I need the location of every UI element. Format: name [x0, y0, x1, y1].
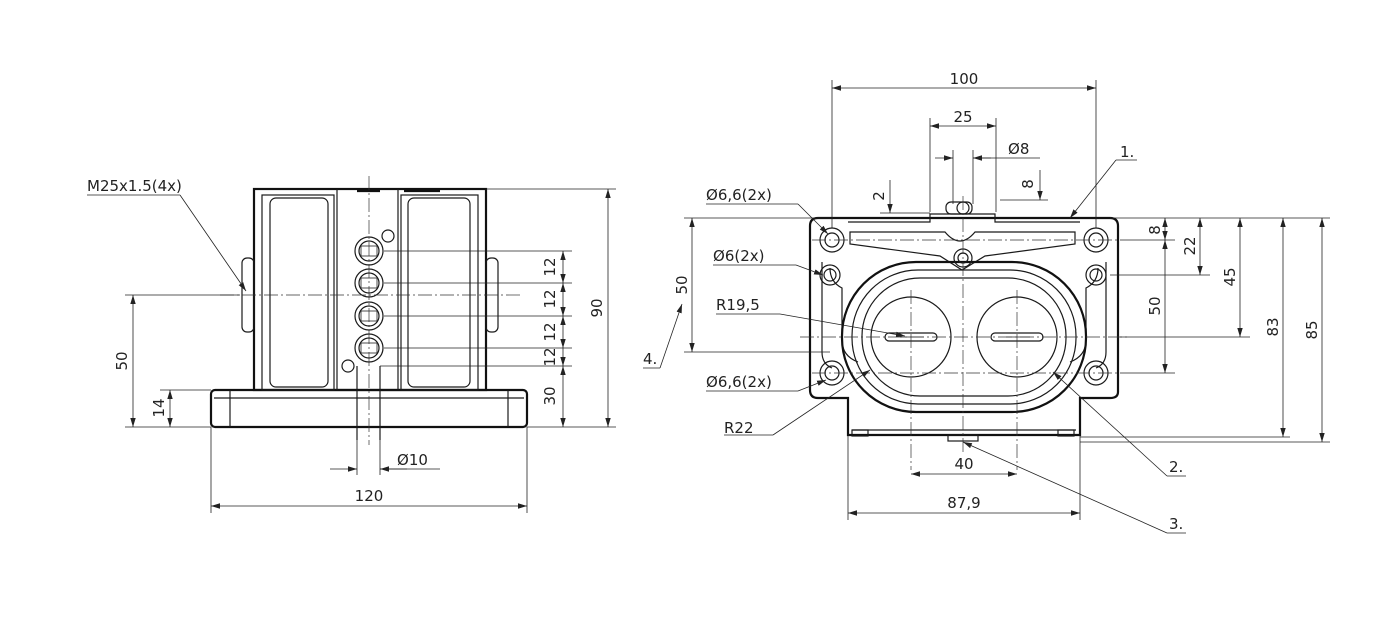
dim-50-left: 50	[113, 351, 131, 370]
dim-25: 25	[953, 108, 972, 126]
dim-12-a: 12	[541, 257, 559, 276]
right-flange	[808, 216, 1120, 437]
right-view	[800, 196, 1130, 470]
dim-22: 22	[1181, 236, 1199, 255]
callout-1: 1.	[1120, 143, 1134, 161]
dim-90: 90	[588, 298, 606, 317]
dim-dia-8: Ø8	[1008, 140, 1029, 158]
dim-12-c: 12	[541, 322, 559, 341]
dim-dia-10: Ø10	[397, 451, 428, 469]
callout-2: 2.	[1169, 458, 1183, 476]
dim-12-b: 12	[541, 289, 559, 308]
hole-mid-left	[819, 264, 841, 286]
dim-2: 2	[870, 191, 888, 201]
dim-8-right: 8	[1146, 225, 1164, 235]
dim-100: 100	[950, 70, 979, 88]
dim-83: 83	[1264, 317, 1282, 336]
left-dimensions: 120 90 50 14 12 12 12 12 30 Ø10 M25x1.5(…	[87, 177, 611, 509]
left-view	[125, 176, 616, 513]
radius-19-5: R19,5	[716, 296, 760, 314]
dim-50-left-view2: 50	[673, 275, 691, 294]
dim-14: 14	[150, 398, 168, 417]
dim-8-top: 8	[1019, 179, 1037, 189]
right-dimensions: 100 25 Ø8 2 8 8 50 22 45 83 8	[643, 70, 1330, 534]
callout-3: 3.	[1169, 515, 1183, 533]
dim-45: 45	[1221, 267, 1239, 286]
dim-87-9: 87,9	[947, 494, 980, 512]
callout-4: 4.	[643, 350, 657, 368]
hole-label-66-bottom: Ø6,6(2x)	[706, 373, 772, 391]
hole-label-66-top: Ø6,6(2x)	[706, 186, 772, 204]
dim-50-right: 50	[1146, 296, 1164, 315]
hole-mid-right	[1085, 264, 1107, 286]
radius-22: R22	[724, 419, 754, 437]
dim-12-d: 12	[541, 347, 559, 366]
left-housing	[252, 187, 488, 392]
dim-40: 40	[954, 455, 973, 473]
dim-85: 85	[1303, 320, 1321, 339]
hole-label-6: Ø6(2x)	[713, 247, 764, 265]
dim-30: 30	[541, 386, 559, 405]
thread-label: M25x1.5(4x)	[87, 177, 182, 195]
dim-120: 120	[355, 487, 384, 505]
